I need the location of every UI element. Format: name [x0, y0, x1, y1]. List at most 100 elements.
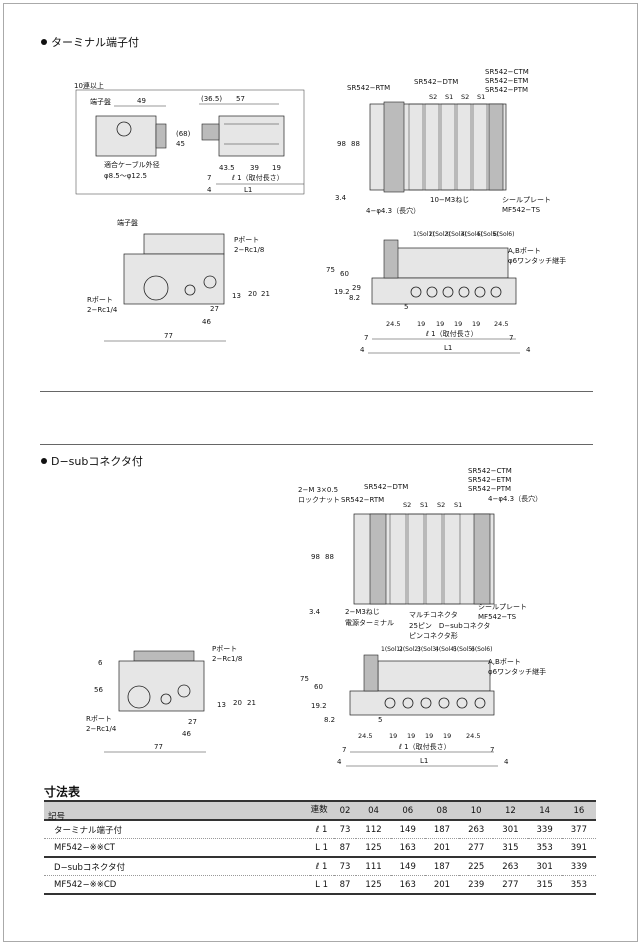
label-s1-2: S1 [420, 501, 428, 509]
label-cable-range: φ8.5～φ12.5 [104, 172, 147, 180]
dim-19-a: 19 [417, 320, 425, 328]
label-seal-plate: シールプレート [502, 196, 551, 204]
label-dtm-2: SR542−DTM [364, 483, 408, 491]
dim-57: 57 [236, 95, 245, 103]
section-title-terminal: ターミナル端子付 [41, 34, 139, 50]
cell: 277 [459, 838, 494, 858]
label-r-port: Rポート [87, 296, 113, 304]
dim-77-2: 77 [154, 743, 163, 751]
label-r-port-size: 2−Rc1/4 [87, 306, 118, 314]
bullet-icon [41, 39, 47, 45]
label-seal-plate-2: シールプレート [478, 603, 527, 611]
dim-L1-c: L1 [420, 757, 428, 765]
label-sol2-2: 2(Sol2) [399, 646, 420, 653]
dim-20: 20 [248, 290, 257, 298]
terminal-top-view: 10連以上 端子盤 49 (68) 45 適合ケーブル外径 φ8.5～φ12.5… [74, 81, 305, 195]
label-dsub-2: ピンコネクタ形 [409, 631, 458, 640]
dim-8-2: 8.2 [349, 294, 360, 302]
label-rtm: SR542−RTM [347, 84, 390, 92]
divider-2 [40, 444, 593, 445]
dim-5: 5 [404, 303, 408, 311]
cell: 87 [333, 838, 357, 858]
dim-88: 88 [351, 140, 360, 148]
label-seal-model-2: MF542−TS [478, 613, 517, 621]
label-connections-min: 10連以上 [74, 81, 104, 90]
cell: 339 [527, 820, 562, 839]
label-sol6: 6(Sol6) [493, 231, 514, 238]
dim-68: (68) [176, 130, 191, 138]
table-row: MF542−※※CD L 1 87 125 163 201 239 277 31… [44, 875, 596, 895]
dim-4-d: 4 [504, 758, 509, 766]
dim-4-a: 4 [360, 346, 365, 354]
dim-3-4-2: 3.4 [309, 608, 321, 616]
col-10: 10 [459, 800, 494, 821]
cell: 353 [561, 875, 596, 895]
view-border [75, 89, 305, 195]
terminal-bottom-view: 1(Sol1) 2(Sol2) 3(Sol3) 4(Sol4) 5(Sol5) … [326, 231, 566, 354]
label-ab-fitting-2: φ6ワンタッチ継手 [488, 667, 546, 676]
table-row: MF542−※※CT L 1 87 125 163 201 277 315 35… [44, 838, 596, 858]
cell: 339 [561, 857, 596, 876]
label-ab-port: A,Bポート [508, 247, 541, 255]
label-etm-2: SR542−ETM [468, 476, 511, 484]
dim-3-4: 3.4 [335, 194, 347, 202]
section-title-dsub: D−subコネクタ付 [41, 453, 143, 469]
manifold-base [371, 277, 517, 305]
cell: 73 [333, 820, 357, 839]
label-screws: 10−M3ねじ [430, 196, 469, 204]
page-frame: ターミナル端子付 10連以上 端子盤 49 (68) 45 適合ケーブル外径 φ… [3, 3, 638, 942]
dim-19-c: 19 [454, 320, 462, 328]
section-title-text: ターミナル端子付 [51, 36, 139, 49]
cell: 87 [333, 875, 357, 895]
dim-75-2: 75 [300, 675, 309, 683]
dim-4-c: 4 [337, 758, 342, 766]
dim-27-2: 27 [188, 718, 197, 726]
dim-56: 56 [94, 686, 103, 694]
group-name: D−subコネクタ付 [44, 857, 310, 876]
label-ctm: SR542−CTM [485, 68, 529, 76]
dim-19-d: 19 [472, 320, 480, 328]
dim-4-b: 4 [526, 346, 531, 354]
label-r-port-size-2: 2−Rc1/4 [86, 725, 117, 733]
dim-l1-b: ℓ 1（取付長さ） [425, 329, 478, 338]
cell: 315 [527, 875, 562, 895]
label-seal-model: MF542−TS [502, 206, 541, 214]
cell: 187 [424, 857, 460, 876]
label-dtm: SR542−DTM [414, 78, 458, 86]
dsub-body-side [118, 660, 205, 712]
header-symbol-count: 記号 連数 [44, 800, 334, 822]
cell: 73 [333, 857, 357, 876]
cell: 112 [356, 820, 391, 839]
dim-77: 77 [164, 332, 173, 340]
divider-1 [40, 391, 593, 392]
dim-60: 60 [340, 270, 349, 278]
dim-5-2: 5 [378, 716, 382, 724]
dim-49: 49 [137, 97, 146, 105]
table-header-row: 記号 連数 02 04 06 08 10 12 14 16 [44, 800, 596, 822]
dim-l1-c: ℓ 1（取付長さ） [398, 742, 451, 751]
dim-60-2: 60 [314, 683, 323, 691]
label-locknut: 2−M 3×0.5 [298, 486, 338, 494]
col-04: 04 [356, 800, 391, 821]
label-p-port: Pポート [234, 236, 259, 244]
label-sol4-2: 4(Sol4) [435, 646, 456, 653]
dim-36-5: (36.5) [201, 95, 222, 103]
row-symbol: L 1 [309, 875, 334, 895]
label-s2: S2 [429, 93, 437, 101]
label-cable-od: 適合ケーブル外径 [104, 160, 160, 169]
dim-13-2: 13 [217, 701, 226, 709]
label-sol6-2: 6(Sol6) [471, 646, 492, 653]
row-symbol: L 1 [309, 838, 334, 858]
group-model: MF542−※※CD [44, 875, 310, 895]
label-sol3: 3(Sol3) [445, 231, 466, 238]
label-s1b: S1 [477, 93, 485, 101]
cell: 111 [356, 857, 391, 876]
dim-20-2: 20 [233, 699, 242, 707]
dim-75: 75 [326, 266, 335, 274]
dsub-manifold-top [377, 660, 491, 692]
label-sol5-2: 5(Sol5) [453, 646, 474, 653]
label-ptm: SR542−PTM [485, 86, 528, 94]
dim-7: 7 [207, 174, 211, 182]
dim-L1-b: L1 [444, 344, 452, 352]
dim-19-g: 19 [425, 732, 433, 740]
